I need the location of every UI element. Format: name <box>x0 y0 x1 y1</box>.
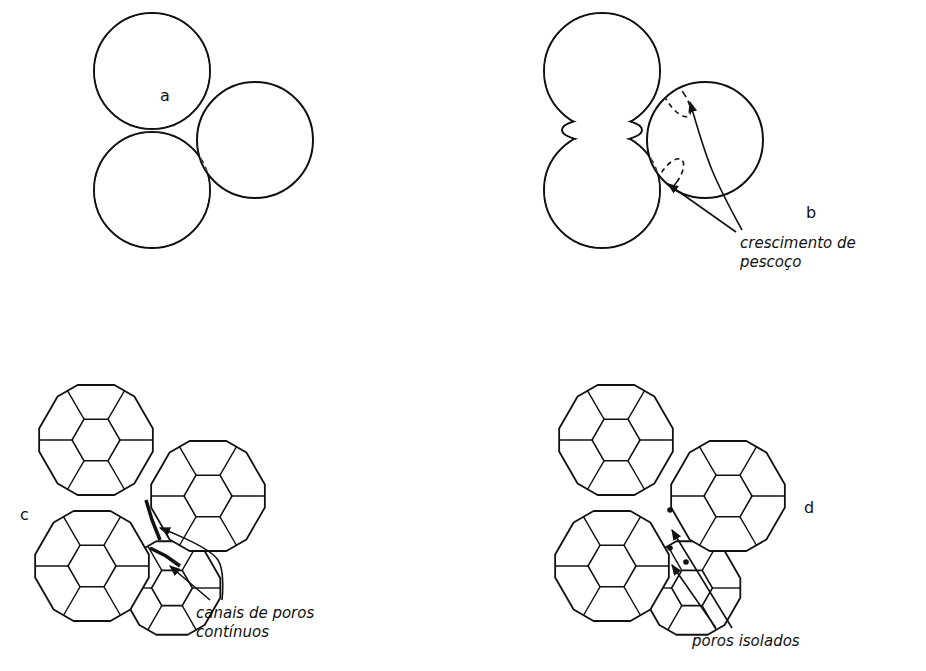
leader-arrow <box>672 565 716 628</box>
grain-edge <box>64 517 80 545</box>
grain-edge <box>182 606 196 630</box>
grain-outline <box>555 511 669 621</box>
grain-edge <box>116 565 149 566</box>
neck-fill <box>564 119 641 141</box>
grain-edge <box>220 517 236 545</box>
grain-edge <box>640 439 673 440</box>
grain-edge <box>39 439 72 440</box>
leader-arrow <box>690 102 742 230</box>
particle-fill <box>95 133 209 247</box>
grain-face <box>588 545 636 587</box>
grain-face <box>72 419 120 461</box>
particle-fill <box>545 133 659 247</box>
leader-arrow <box>170 566 210 600</box>
grain-outline <box>559 385 673 495</box>
grain-edge <box>668 546 682 570</box>
grain-edge <box>68 461 84 489</box>
panel-letter: d <box>804 498 814 518</box>
grain-edge <box>740 447 756 475</box>
callout-label: canais de poros contínuos <box>196 604 328 642</box>
hidden-outline <box>544 13 696 248</box>
grain-edge <box>180 517 196 545</box>
panel-letter: c <box>20 505 29 525</box>
particle-outline <box>94 13 210 129</box>
grain-edge <box>624 517 640 545</box>
grain-edge <box>180 447 196 475</box>
grain-outline <box>35 511 149 621</box>
grain-edge <box>559 439 592 440</box>
grain-edge <box>148 606 162 630</box>
grain-edge <box>700 447 716 475</box>
panel-letter: b <box>806 203 816 223</box>
particle-fill <box>95 14 209 128</box>
isolated-pore <box>667 545 673 551</box>
leader-arrow <box>672 530 732 628</box>
grain-edge <box>584 587 600 615</box>
grain-edge <box>752 495 785 496</box>
isolated-pore <box>683 559 689 565</box>
neck-outline <box>562 118 642 142</box>
callout-label: poros isolados <box>692 632 832 651</box>
leader-arrow <box>160 528 223 600</box>
grain-edge <box>104 517 120 545</box>
grain-face <box>184 475 232 517</box>
hidden-neck <box>651 154 689 197</box>
grain-edge <box>584 517 600 545</box>
pore-channel <box>150 548 180 566</box>
grain-face <box>704 475 752 517</box>
grain-edge <box>555 565 588 566</box>
grain-face <box>672 570 713 605</box>
grain-edge <box>740 517 756 545</box>
grain-edge <box>628 461 644 489</box>
grain-edge <box>668 606 682 630</box>
grain-edge <box>120 439 153 440</box>
hidden-particle-edge <box>94 132 210 248</box>
particle-outline <box>544 132 660 248</box>
grain-edge <box>700 517 716 545</box>
grain-outline <box>151 441 265 551</box>
particle-group <box>94 13 313 248</box>
hidden-particle-edge <box>544 132 660 248</box>
panel-letter: a <box>160 86 170 106</box>
hidden-outline <box>94 13 210 248</box>
grain-edge <box>712 587 740 588</box>
grain-edge <box>108 391 124 419</box>
hidden-neck <box>656 75 696 121</box>
grain-cluster <box>35 385 265 635</box>
front-particle <box>197 82 313 198</box>
grain-cluster <box>555 385 785 635</box>
grain-face <box>152 570 193 605</box>
hidden-particle-edge <box>94 13 210 129</box>
grain-edge <box>108 461 124 489</box>
grain-edge <box>588 461 604 489</box>
grain-edge <box>64 587 80 615</box>
grain-face <box>68 545 116 587</box>
callout-label: crescimento de pescoço <box>740 234 858 272</box>
hidden-particle-edge <box>544 13 660 129</box>
grain-edge <box>151 495 184 496</box>
grain-edge <box>68 391 84 419</box>
grain-edge <box>671 495 704 496</box>
particle-fill <box>545 14 659 128</box>
particle-group <box>544 13 763 248</box>
particle-outline <box>544 13 660 129</box>
grain-edge <box>636 565 669 566</box>
isolated-pore <box>667 507 673 513</box>
front-particle <box>647 82 763 198</box>
pore-channel <box>146 500 160 540</box>
grain-edge <box>624 587 640 615</box>
grain-edge <box>104 587 120 615</box>
grain-edge <box>220 447 236 475</box>
leader-arrow <box>668 184 736 232</box>
grain-edge <box>232 495 265 496</box>
grain-edge <box>628 391 644 419</box>
grain-outline <box>39 385 153 495</box>
grain-edge <box>35 565 68 566</box>
grain-edge <box>588 391 604 419</box>
particle-outline <box>94 132 210 248</box>
grain-outline <box>671 441 785 551</box>
grain-face <box>592 419 640 461</box>
